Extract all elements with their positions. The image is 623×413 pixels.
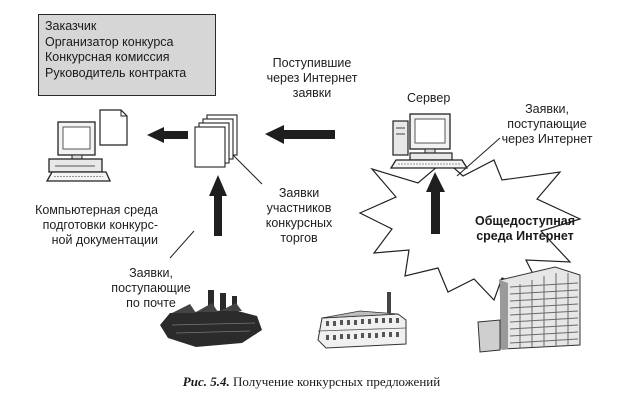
role-line: Руководитель контракта [45, 65, 187, 80]
role-line: Конкурсная комиссия [45, 50, 170, 64]
label-mail-bids: Заявки, поступающие по почте [111, 266, 191, 310]
role-line: Организатор конкурса [45, 34, 174, 49]
arrow-mail-to-stack [209, 175, 227, 236]
label-participant-bids: Заявки участников конкурсных торгов [265, 186, 333, 245]
figure-number: Рис. 5.4. [182, 374, 230, 389]
arrow-internet-to-stack [265, 125, 335, 144]
workstation-computer-icon [45, 121, 112, 182]
factory-dark-icon [160, 290, 262, 347]
document-stack-icon [194, 114, 238, 168]
factory-building-icon [317, 292, 407, 349]
figure-caption: Рис. 5.4. Получение конкурсных предложен… [0, 374, 623, 390]
label-internet-received: Поступившие через Интернет заявки [266, 56, 358, 100]
caption-text: Получение конкурсных предложений [229, 374, 441, 389]
document-icon [99, 109, 128, 146]
label-server: Сервер [407, 91, 451, 105]
office-building-icon [477, 266, 581, 353]
roles-box: Заказчик Организатор конкурса Конкурсная… [38, 14, 216, 96]
pointer-line-mail [169, 230, 195, 259]
server-computer-icon [389, 113, 469, 169]
role-line: Заказчик [45, 19, 97, 33]
label-internet-incoming: Заявки, поступающие через Интернет [501, 102, 593, 146]
pointer-line-participant [232, 154, 263, 185]
label-public-internet: Общедоступная среда Интернет [474, 214, 576, 243]
arrow-to-workstation [147, 127, 188, 143]
arrow-internet-to-server [426, 172, 445, 234]
pointer-line-incoming [456, 137, 501, 177]
label-computer-env: Компьютерная среда подготовки конкурс- н… [35, 203, 158, 247]
